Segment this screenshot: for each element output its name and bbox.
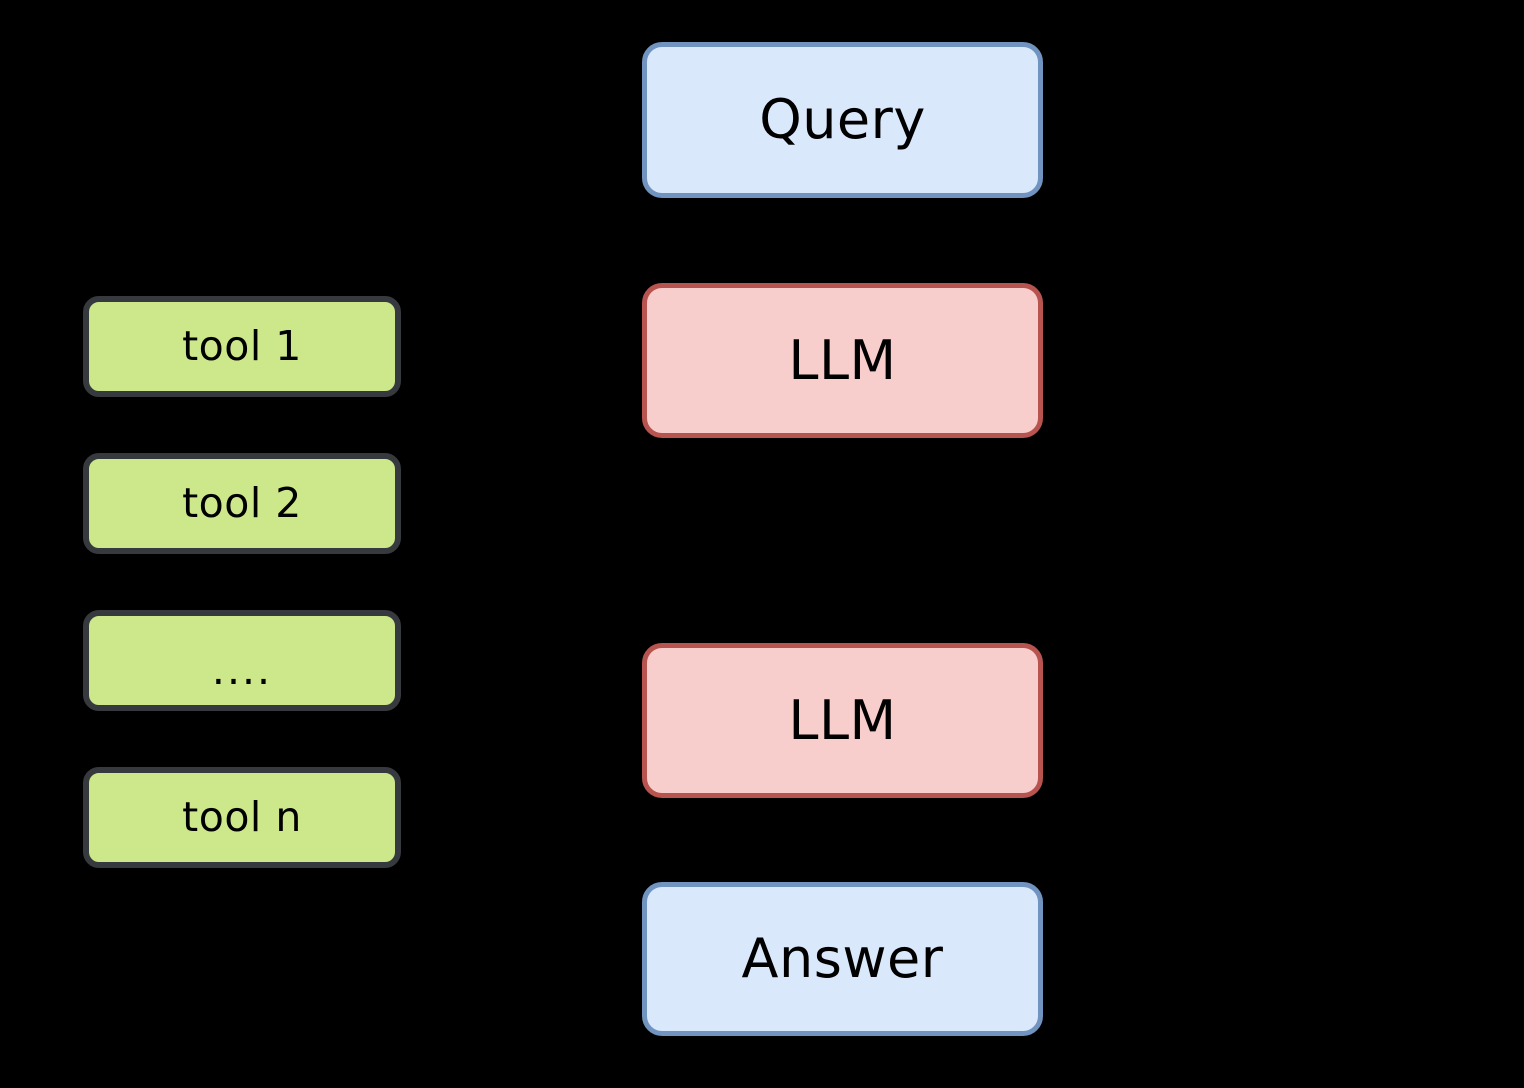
tool-node-n[interactable]: tool n [83,767,401,868]
answer-node-label: Answer [741,927,944,990]
tool-node-ellipsis-label: .... [211,646,273,694]
tool-node-2[interactable]: tool 2 [83,453,401,554]
tool-node-2-label: tool 2 [182,479,302,527]
llm-node-1-label: LLM [788,328,897,392]
tool-node-n-label: tool n [182,793,302,841]
tool-node-1[interactable]: tool 1 [83,296,401,397]
answer-node[interactable]: Answer [642,882,1043,1036]
tool-node-1-label: tool 1 [182,322,302,370]
query-node-label: Query [759,88,926,151]
llm-node-2[interactable]: LLM [642,643,1043,798]
tool-node-ellipsis[interactable]: .... [83,610,401,711]
query-node[interactable]: Query [642,42,1043,198]
llm-node-2-label: LLM [788,688,897,752]
llm-node-1[interactable]: LLM [642,283,1043,438]
